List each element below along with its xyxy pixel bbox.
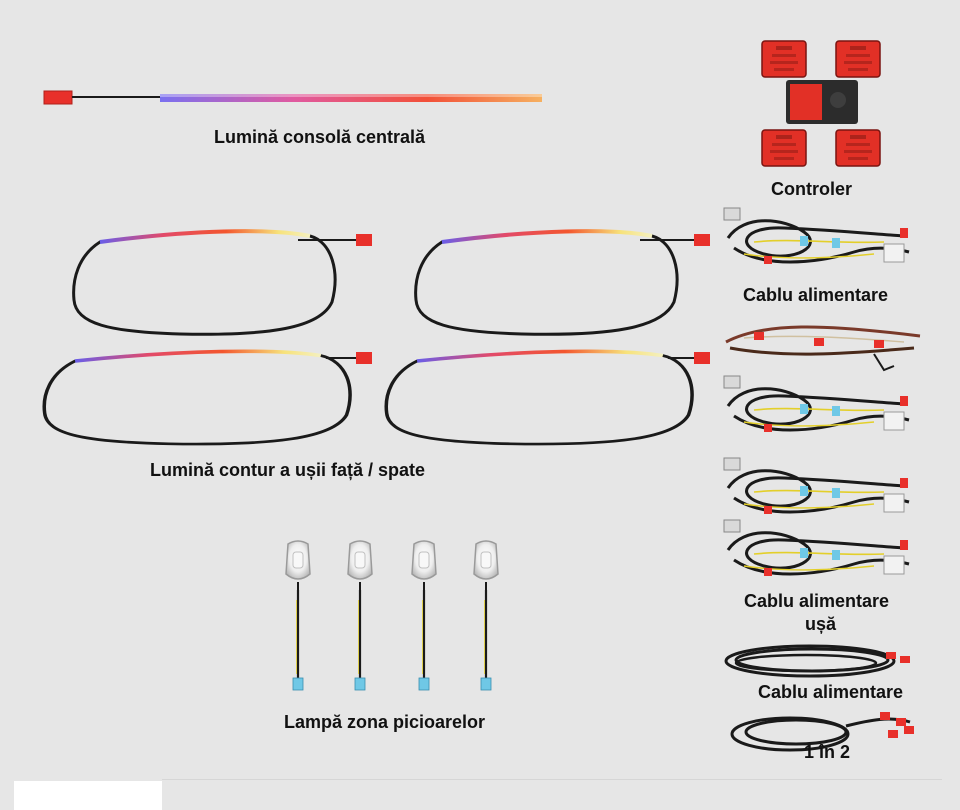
white-strip bbox=[14, 781, 162, 810]
door-power-cable-label-line2: ușă bbox=[805, 614, 837, 634]
controller-unit bbox=[761, 40, 881, 167]
one-in-two-cable bbox=[730, 712, 914, 752]
footwell-lamps bbox=[284, 539, 500, 692]
footwell-lamp-label: Lampă zona picioarelor bbox=[284, 712, 486, 732]
power-cable-label-2: Cablu alimentare bbox=[758, 682, 904, 702]
door-power-cable-label-line1: Cablu alimentare bbox=[744, 591, 890, 611]
controller-label: Controler bbox=[771, 179, 852, 199]
power-cable-coil bbox=[724, 644, 910, 678]
door-outline-strips bbox=[44, 229, 710, 444]
power-cable-label-1: Cablu alimentare bbox=[743, 285, 889, 305]
power-harnesses bbox=[722, 206, 921, 578]
one-in-two-label: 1 în 2 bbox=[804, 742, 851, 762]
door-outline-light-label: Lumină contur a ușii față / spate bbox=[150, 460, 426, 480]
divider bbox=[162, 779, 942, 780]
console-light-strip bbox=[43, 90, 542, 105]
console-light-label: Lumină consolă centrală bbox=[214, 127, 426, 147]
